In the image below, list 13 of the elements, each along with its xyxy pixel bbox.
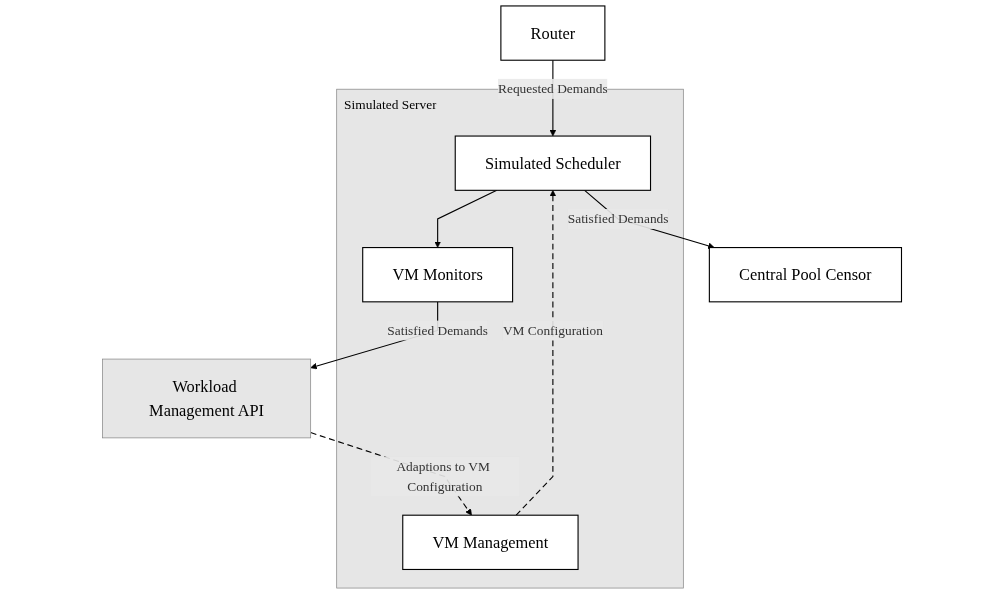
node-box: Workload Management API <box>102 358 312 439</box>
node-box: VM Monitors <box>362 247 514 303</box>
node-box: Router <box>500 5 606 61</box>
node-box: Simulated Scheduler <box>454 135 652 191</box>
edge-label: Requested Demands <box>498 81 608 96</box>
edge-label: Satisfied Demands <box>387 322 489 338</box>
node-box: VM Management <box>402 514 579 571</box>
arrow <box>434 189 498 248</box>
edge-label: Satisfied Demands <box>567 211 669 226</box>
edge-label: Adaptions to VM Configuration <box>396 458 490 494</box>
node-box: Central Pool Censor <box>708 247 903 303</box>
edge-label: VM Configuration <box>502 322 603 338</box>
arrow <box>515 190 557 516</box>
